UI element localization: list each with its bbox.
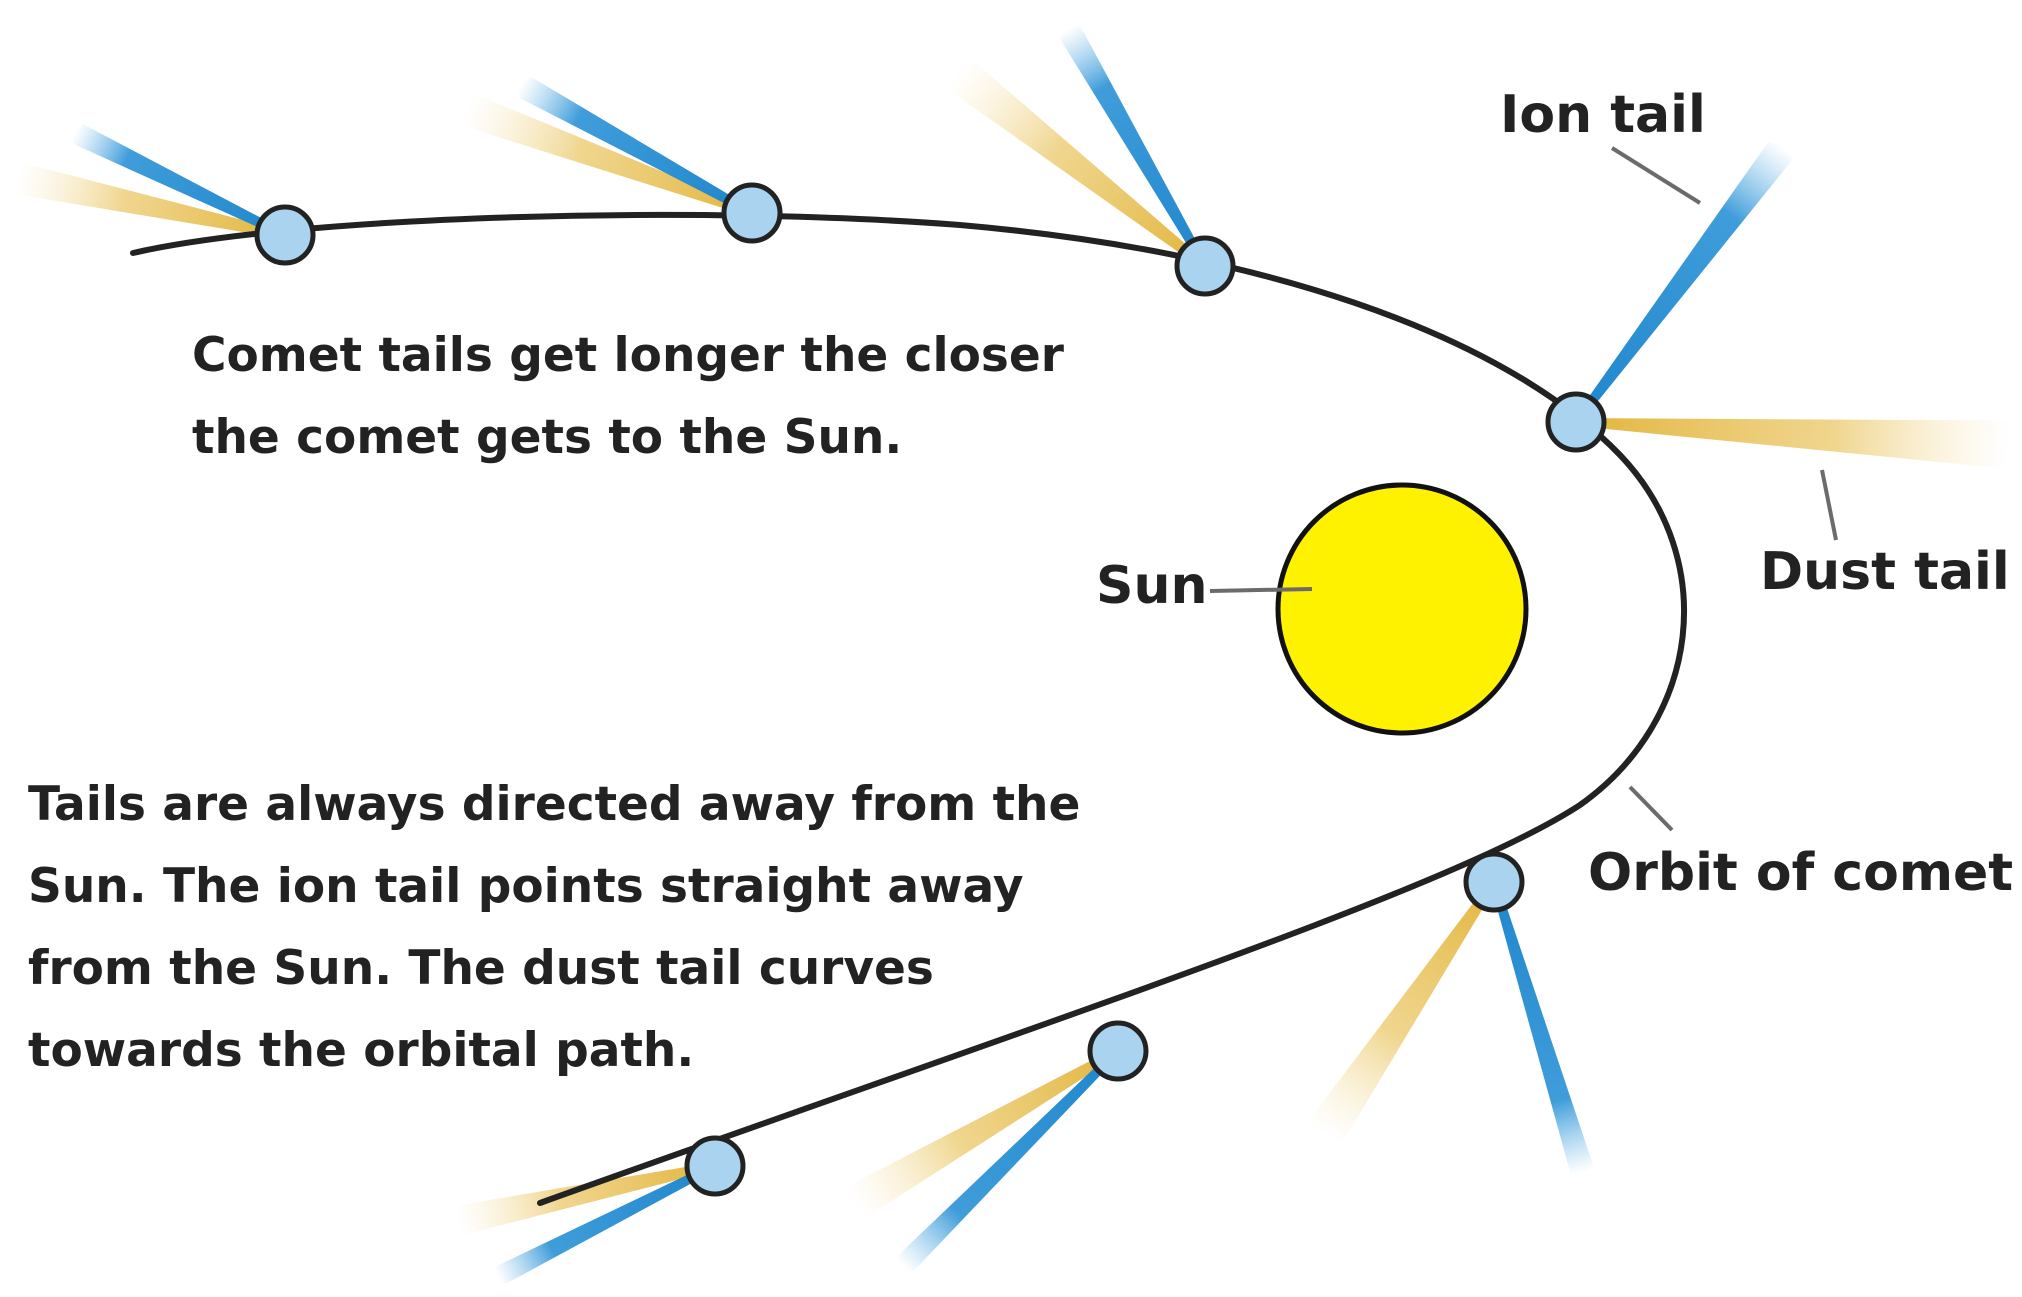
dust-tail <box>1309 879 1498 1142</box>
ion-tail <box>496 1162 717 1284</box>
ion-tail <box>1572 141 1793 425</box>
comet-nucleus <box>684 1135 746 1197</box>
caption-tails-direction-line: towards the orbital path. <box>28 1023 694 1078</box>
orbit-label: Orbit of comet <box>1588 843 2013 903</box>
dust-tail <box>949 60 1208 270</box>
dust-tail <box>1575 418 2010 469</box>
caption-tails-longer-line: the comet gets to the Sun. <box>192 410 902 465</box>
ion-tail <box>73 124 287 239</box>
sun-label: Sun <box>1096 556 1208 616</box>
ion-tail <box>1059 26 1209 268</box>
caption-tails-direction-line: Tails are always directed away from the <box>28 777 1080 832</box>
dust-tail-leader-line <box>1820 469 1838 541</box>
sun-leader-line <box>1209 587 1313 593</box>
caption-tails-direction-line: from the Sun. The dust tail curves <box>28 941 934 996</box>
comet-nucleus <box>254 204 316 266</box>
comet-nucleus <box>721 182 783 244</box>
dust-tail-label: Dust tail <box>1760 542 2010 602</box>
comet-nucleus <box>1174 235 1236 297</box>
comet-nuclei <box>254 182 1607 1197</box>
sun <box>1275 482 1529 736</box>
comet-nucleus <box>1463 851 1525 913</box>
comet-tails <box>16 26 2010 1284</box>
comet-nucleus <box>1087 1020 1149 1082</box>
caption-tails-longer-line: Comet tails get longer the closer <box>192 328 1065 383</box>
comet-orbit-path <box>130 211 1687 1206</box>
ion-tail-label: Ion tail <box>1500 85 1706 145</box>
ion-tail-leader-line <box>1610 146 1702 205</box>
caption-tails-direction-line: Sun. The ion tail points straight away <box>28 859 1023 914</box>
dust-tail <box>456 1162 716 1235</box>
caption-tails-longer: Comet tails get longer the closer the co… <box>192 328 1065 465</box>
dust-tail <box>16 163 286 239</box>
ion-tail <box>1490 880 1594 1174</box>
ion-tail <box>518 76 754 217</box>
dust-tail <box>849 1047 1120 1217</box>
orbit-leader-line <box>1628 785 1674 832</box>
dust-tail <box>464 94 754 217</box>
ion-tail <box>898 1048 1121 1271</box>
caption-tails-direction: Tails are always directed away from the … <box>28 777 1080 1078</box>
comet-nucleus <box>1545 391 1607 453</box>
